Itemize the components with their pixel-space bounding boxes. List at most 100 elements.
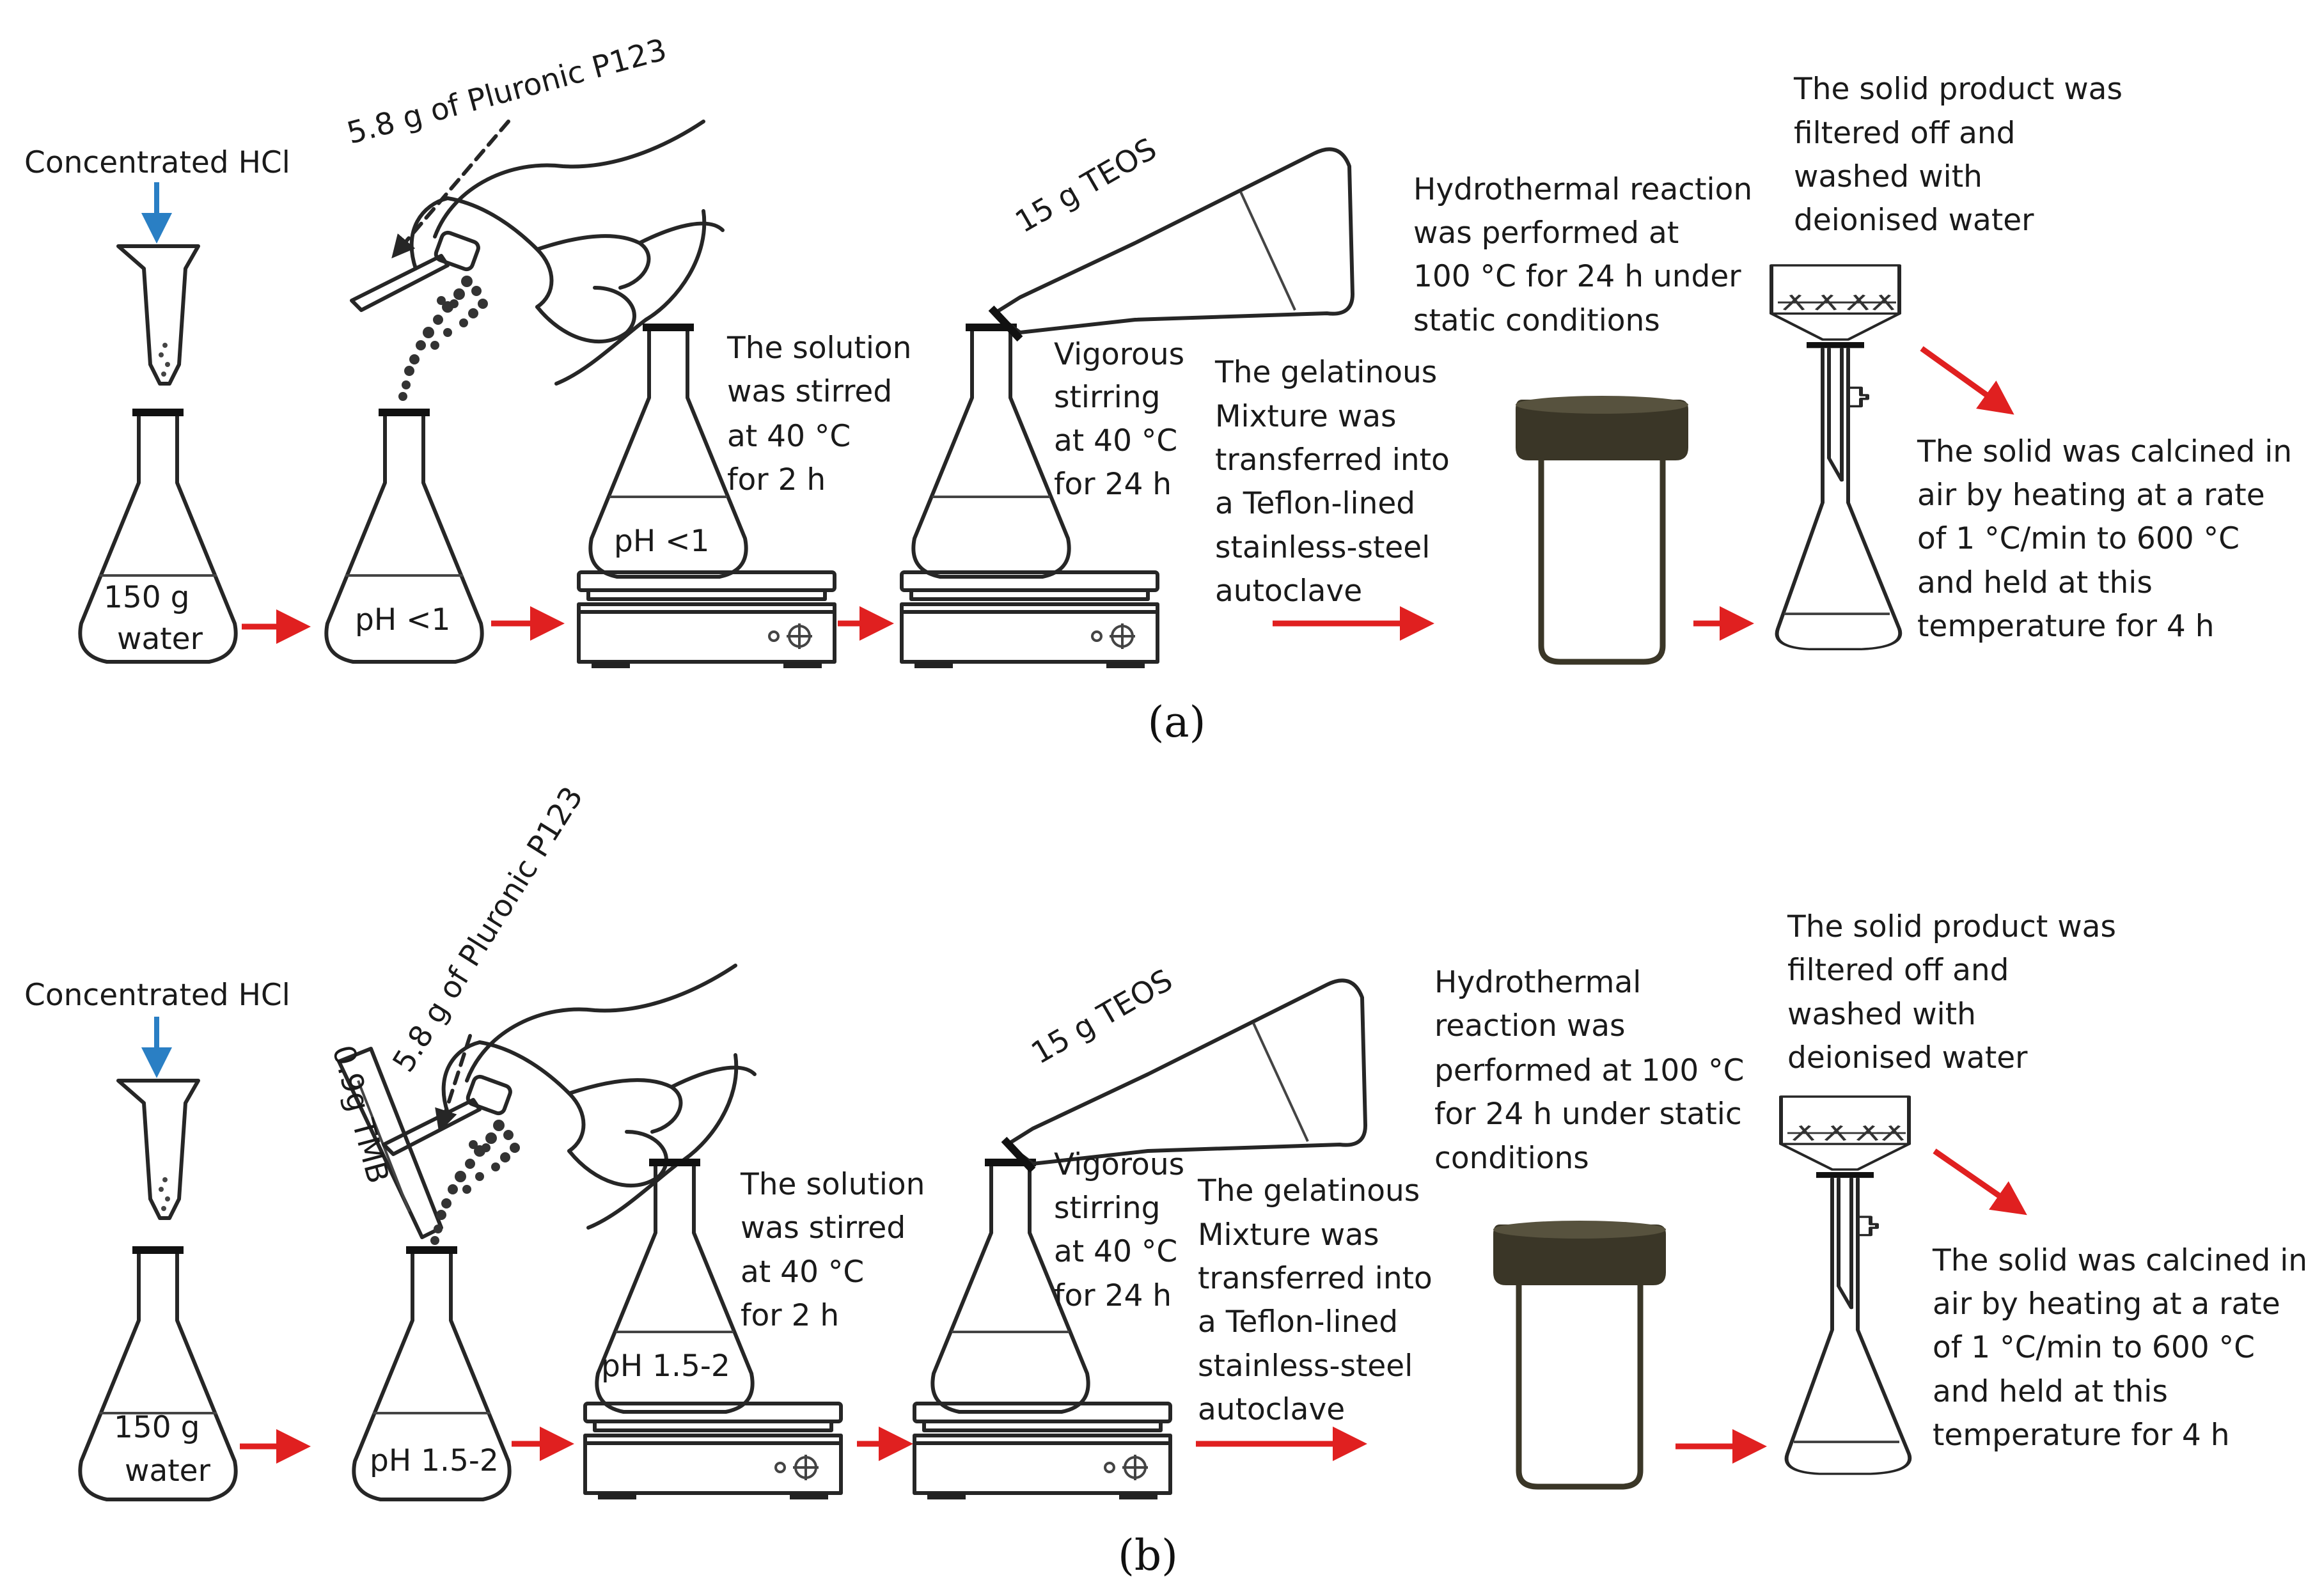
hydro-text: Hydrothermal reaction was performed at 1…: [1434, 965, 1744, 1176]
hotplate-icon: [902, 572, 1158, 668]
svg-text:stainless-steel: stainless-steel: [1198, 1349, 1413, 1384]
hotplate-icon: [579, 572, 835, 668]
panel-b: Concentrated HCl 150 g water pH 1.5-2 0.…: [24, 781, 2307, 1580]
calcine-text: The solid was calcined in air by heating…: [1917, 434, 2292, 644]
svg-text:The solid product was: The solid product was: [1787, 909, 2116, 944]
svg-text:filtered off and: filtered off and: [1794, 116, 2016, 151]
svg-text:of 1 °C/min to 600 °C: of 1 °C/min to 600 °C: [1917, 521, 2240, 556]
transfer-text: The gelatinous Mixture was transferred i…: [1197, 1173, 1432, 1427]
svg-text:washed with: washed with: [1787, 997, 1976, 1032]
flask-water-icon: [80, 412, 235, 662]
svg-text:for 24 h under static: for 24 h under static: [1434, 1097, 1742, 1132]
svg-text:for 2 h: for 2 h: [741, 1298, 839, 1333]
flask-teos-icon: [932, 1162, 1088, 1412]
svg-text:a Teflon-lined: a Teflon-lined: [1215, 486, 1415, 521]
panel-a-caption: (a): [1148, 698, 1206, 747]
hand-powder-icon: [352, 121, 723, 401]
p123-dashed-arrow: [391, 120, 510, 259]
pipette-icon: [116, 244, 200, 386]
flask-teos-icon: [913, 327, 1069, 577]
svg-text:deionised water: deionised water: [1794, 203, 2034, 238]
flask-water-icon: [80, 1250, 235, 1499]
svg-text:Mixture was: Mixture was: [1198, 1217, 1379, 1253]
ph-label: pH 1.5-2: [370, 1443, 499, 1478]
pipette-icon: [116, 1079, 200, 1220]
ph-label: pH <1: [614, 524, 709, 559]
svg-text:Mixture was: Mixture was: [1215, 399, 1397, 434]
svg-text:a Teflon-lined: a Teflon-lined: [1198, 1304, 1398, 1340]
svg-text:for 24 h: for 24 h: [1054, 467, 1172, 502]
svg-text:stirring: stirring: [1054, 1191, 1160, 1226]
svg-text:100 °C for 24 h under: 100 °C for 24 h under: [1413, 259, 1741, 294]
p123-label: 5.8 g of Pluronic P123: [343, 32, 670, 151]
svg-text:Vigorous: Vigorous: [1054, 1147, 1184, 1182]
svg-text:performed at 100 °C: performed at 100 °C: [1434, 1053, 1744, 1088]
svg-text:temperature for 4 h: temperature for 4 h: [1917, 609, 2215, 644]
water-label: water: [125, 1453, 211, 1489]
svg-text:stainless-steel: stainless-steel: [1215, 530, 1430, 565]
svg-text:conditions: conditions: [1434, 1141, 1589, 1176]
svg-text:Hydrothermal reaction: Hydrothermal reaction: [1413, 172, 1752, 207]
svg-text:and held at this: and held at this: [1917, 565, 2153, 600]
water-amount-label: 150 g: [114, 1410, 200, 1445]
filter-text: The solid product was filtered off and w…: [1787, 909, 2116, 1076]
p123-label: 5.8 g of Pluronic P123: [386, 781, 590, 1079]
hcl-label: Concentrated HCl: [24, 978, 290, 1013]
svg-text:The solid was calcined in: The solid was calcined in: [1917, 434, 2292, 469]
svg-text:of 1 °C/min to 600 °C: of 1 °C/min to 600 °C: [1933, 1330, 2255, 1365]
panel-b-caption: (b): [1118, 1531, 1178, 1580]
svg-text:at 40 °C: at 40 °C: [727, 419, 851, 454]
svg-text:at 40 °C: at 40 °C: [1054, 423, 1177, 458]
flask-stir-icon: [590, 327, 746, 577]
svg-text:washed with: washed with: [1794, 159, 1982, 194]
svg-text:Hydrothermal: Hydrothermal: [1434, 965, 1641, 1000]
autoclave-icon: [1516, 396, 1688, 662]
flask-acid-icon: [326, 412, 482, 662]
svg-text:filtered off and: filtered off and: [1787, 953, 2009, 988]
flask-acid-icon: [354, 1250, 509, 1499]
svg-text:The solid product was: The solid product was: [1793, 72, 2123, 107]
hydro-text: Hydrothermal reaction was performed at 1…: [1413, 172, 1752, 338]
svg-text:The gelatinous: The gelatinous: [1214, 355, 1437, 390]
svg-text:for 24 h: for 24 h: [1054, 1278, 1172, 1313]
svg-text:temperature for 4 h: temperature for 4 h: [1933, 1418, 2230, 1453]
filter-text: The solid product was filtered off and w…: [1793, 72, 2123, 238]
svg-text:was stirred: was stirred: [727, 374, 892, 409]
flask-stir-icon: [597, 1162, 752, 1412]
teos-label: 15 g TEOS: [1026, 962, 1179, 1071]
svg-text:at 40 °C: at 40 °C: [1054, 1234, 1177, 1269]
svg-text:air by heating at a rate: air by heating at a rate: [1917, 478, 2265, 513]
vigorous-text: Vigorous stirring at 40 °C for 24 h: [1054, 337, 1184, 502]
svg-text:was stirred: was stirred: [741, 1210, 906, 1246]
hotplate-icon: [914, 1404, 1170, 1499]
vigorous-text: Vigorous stirring at 40 °C for 24 h: [1054, 1147, 1184, 1313]
stir-text: The solution was stirred at 40 °C for 2 …: [726, 331, 911, 497]
ph-label: pH <1: [355, 602, 450, 638]
svg-text:The solution: The solution: [726, 331, 911, 366]
stir-text: The solution was stirred at 40 °C for 2 …: [740, 1167, 925, 1333]
pour-flask-icon: [1004, 980, 1365, 1170]
svg-text:for 2 h: for 2 h: [727, 462, 826, 497]
svg-text:air by heating at a rate: air by heating at a rate: [1933, 1287, 2280, 1322]
pour-flask-icon: [991, 149, 1353, 339]
flow-arrow: [1920, 346, 2014, 415]
svg-text:transferred into: transferred into: [1215, 442, 1450, 478]
panel-a: Concentrated HCl 150 g water pH <1 5.8 g…: [24, 32, 2292, 747]
svg-text:and held at this: and held at this: [1933, 1374, 2168, 1409]
svg-text:was performed at: was performed at: [1413, 215, 1679, 251]
tmb-label: 0.9g TMB: [325, 1042, 395, 1187]
svg-text:stirring: stirring: [1054, 380, 1160, 415]
svg-text:at 40 °C: at 40 °C: [741, 1255, 864, 1290]
ph-label: pH 1.5-2: [601, 1349, 730, 1384]
hcl-label: Concentrated HCl: [24, 145, 290, 180]
svg-text:autoclave: autoclave: [1198, 1392, 1345, 1427]
svg-text:transferred into: transferred into: [1198, 1261, 1432, 1296]
svg-text:The solid was calcined in: The solid was calcined in: [1932, 1243, 2307, 1278]
calcine-text: The solid was calcined in air by heating…: [1932, 1243, 2307, 1453]
hotplate-icon: [585, 1404, 841, 1499]
filtration-icon: [1781, 1097, 1910, 1474]
teos-label: 15 g TEOS: [1010, 131, 1163, 240]
transfer-text: The gelatinous Mixture was transferred i…: [1214, 355, 1450, 609]
filtration-icon: [1771, 265, 1900, 649]
